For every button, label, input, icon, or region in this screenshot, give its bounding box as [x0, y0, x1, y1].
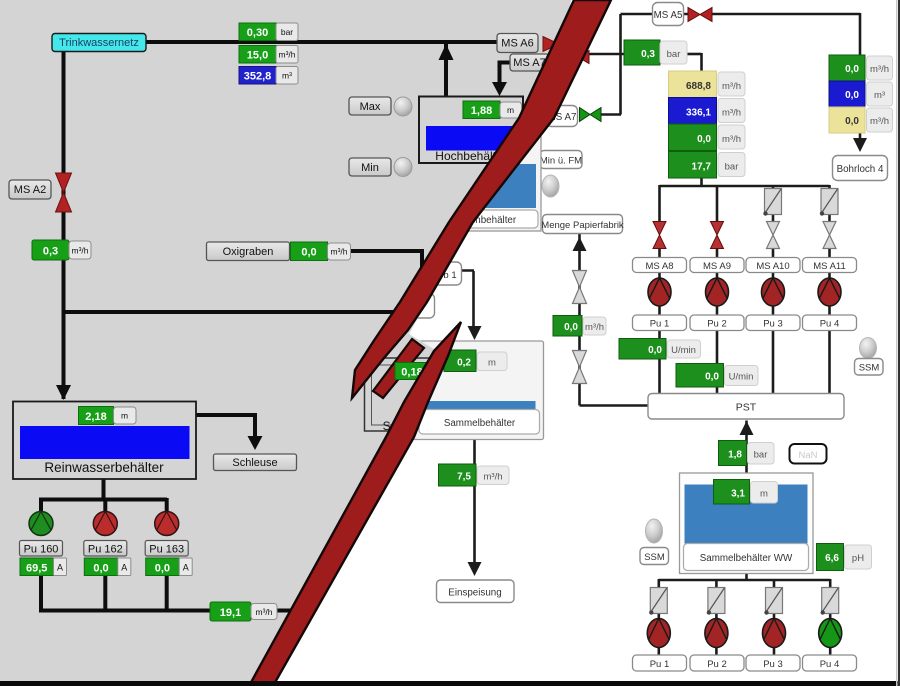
svg-text:688,8: 688,8: [686, 81, 711, 92]
svg-text:0,0: 0,0: [155, 563, 170, 575]
svg-text:Hochbehälter: Hochbehälter: [435, 149, 506, 163]
svg-text:m³/h: m³/h: [256, 607, 273, 617]
svg-text:A: A: [121, 563, 127, 573]
svg-text:69,5: 69,5: [26, 563, 47, 575]
svg-text:Menge Papierfabrik: Menge Papierfabrik: [541, 220, 624, 231]
svg-text:Pu 160: Pu 160: [24, 544, 59, 556]
svg-text:Min ü. FM: Min ü. FM: [540, 156, 582, 167]
svg-text:3,1: 3,1: [731, 489, 745, 500]
svg-text:Pu 2: Pu 2: [707, 659, 727, 670]
svg-text:Pu 4: Pu 4: [820, 659, 840, 670]
svg-text:MS A8: MS A8: [646, 261, 674, 272]
svg-text:m³/h: m³/h: [585, 322, 604, 333]
svg-text:0,0: 0,0: [845, 116, 859, 127]
svg-text:m³/h: m³/h: [72, 246, 89, 256]
svg-text:MS A10: MS A10: [756, 261, 789, 272]
svg-text:Pu 2: Pu 2: [707, 319, 727, 330]
svg-text:Pu 1: Pu 1: [650, 659, 670, 670]
svg-text:0,18: 0,18: [401, 367, 422, 379]
svg-text:m: m: [760, 489, 768, 500]
svg-text:0,0: 0,0: [93, 563, 108, 575]
svg-text:Trinkwassernetz: Trinkwassernetz: [59, 37, 139, 49]
svg-text:m³/h: m³/h: [870, 116, 889, 127]
svg-text:2,18: 2,18: [85, 411, 106, 423]
svg-text:1,8: 1,8: [728, 450, 742, 461]
svg-text:Pu 3: Pu 3: [763, 319, 783, 330]
svg-text:Pu 163: Pu 163: [149, 544, 184, 556]
svg-text:0,0: 0,0: [564, 322, 578, 333]
svg-text:m³: m³: [282, 71, 292, 81]
svg-text:b 1: b 1: [443, 270, 456, 281]
svg-text:U/min: U/min: [729, 372, 754, 383]
svg-text:Einspeisung: Einspeisung: [448, 588, 501, 599]
svg-text:Sammelbehälter: Sammelbehälter: [444, 418, 516, 429]
svg-text:NaN: NaN: [798, 450, 817, 461]
svg-text:m³/h: m³/h: [870, 64, 889, 75]
svg-text:pH: pH: [852, 553, 864, 564]
svg-text:Sammelbehälter WW: Sammelbehälter WW: [700, 553, 793, 564]
svg-text:m: m: [488, 358, 496, 369]
svg-text:m³/h: m³/h: [331, 247, 348, 257]
svg-text:7,5: 7,5: [457, 472, 471, 483]
svg-text:Hochbehälter: Hochbehälter: [458, 215, 517, 226]
svg-text:m: m: [507, 105, 514, 115]
svg-text:MS A11: MS A11: [813, 261, 846, 272]
svg-text:MS A2: MS A2: [14, 184, 46, 196]
svg-text:0,0: 0,0: [301, 247, 316, 259]
svg-text:0,0: 0,0: [845, 90, 859, 101]
svg-text:MS A5: MS A5: [654, 10, 683, 21]
svg-text:1,88: 1,88: [471, 105, 492, 117]
svg-text:PST: PST: [736, 402, 757, 414]
svg-text:Pu 1: Pu 1: [650, 319, 670, 330]
svg-text:m: m: [121, 411, 128, 421]
svg-text:bar: bar: [281, 27, 293, 37]
svg-text:SSM: SSM: [644, 552, 665, 563]
svg-text:m³/h: m³/h: [279, 50, 296, 60]
svg-text:0,3: 0,3: [43, 246, 58, 258]
svg-text:bar: bar: [725, 162, 739, 173]
svg-text:m³/h: m³/h: [722, 134, 741, 145]
svg-text:17,7: 17,7: [692, 162, 712, 173]
svg-text:19,1: 19,1: [220, 607, 241, 619]
svg-text:MS A9: MS A9: [703, 261, 731, 272]
svg-text:m³/h: m³/h: [722, 81, 741, 92]
svg-text:0,0: 0,0: [845, 64, 859, 75]
svg-text:336,1: 336,1: [686, 108, 711, 119]
svg-text:0,3: 0,3: [641, 49, 655, 60]
svg-text:m³: m³: [874, 90, 885, 101]
svg-text:Pu 4: Pu 4: [820, 319, 840, 330]
svg-text:A: A: [183, 563, 189, 573]
svg-text:bar: bar: [754, 450, 768, 461]
svg-text:6,6: 6,6: [825, 553, 839, 564]
svg-text:0,0: 0,0: [697, 134, 711, 145]
svg-text:SSM: SSM: [859, 363, 880, 374]
svg-text:0,30: 0,30: [247, 27, 268, 39]
svg-text:Pu 162: Pu 162: [88, 544, 123, 556]
svg-text:m³/h: m³/h: [722, 108, 741, 119]
svg-text:0,0: 0,0: [648, 345, 662, 356]
svg-text:MS A7: MS A7: [548, 112, 577, 123]
svg-text:Max: Max: [360, 101, 381, 113]
svg-text:0,2: 0,2: [457, 358, 471, 369]
svg-text:Pu 3: Pu 3: [763, 659, 783, 670]
svg-text:Bohrloch 4: Bohrloch 4: [837, 164, 884, 175]
svg-text:m³/h: m³/h: [484, 472, 503, 483]
svg-text:MS A6: MS A6: [501, 38, 533, 50]
svg-text:U/min: U/min: [671, 345, 696, 356]
svg-text:bar: bar: [667, 49, 681, 60]
svg-text:Min: Min: [361, 162, 379, 174]
svg-text:A: A: [57, 563, 63, 573]
svg-text:352,8: 352,8: [244, 71, 272, 83]
svg-text:MS A7: MS A7: [513, 57, 545, 69]
svg-text:Reinwasserbehälter: Reinwasserbehälter: [44, 460, 164, 475]
svg-text:15,0: 15,0: [247, 50, 268, 62]
svg-text:Schleuse: Schleuse: [232, 457, 277, 469]
svg-text:0,0: 0,0: [705, 372, 719, 383]
svg-text:Oxigraben: Oxigraben: [223, 246, 274, 258]
